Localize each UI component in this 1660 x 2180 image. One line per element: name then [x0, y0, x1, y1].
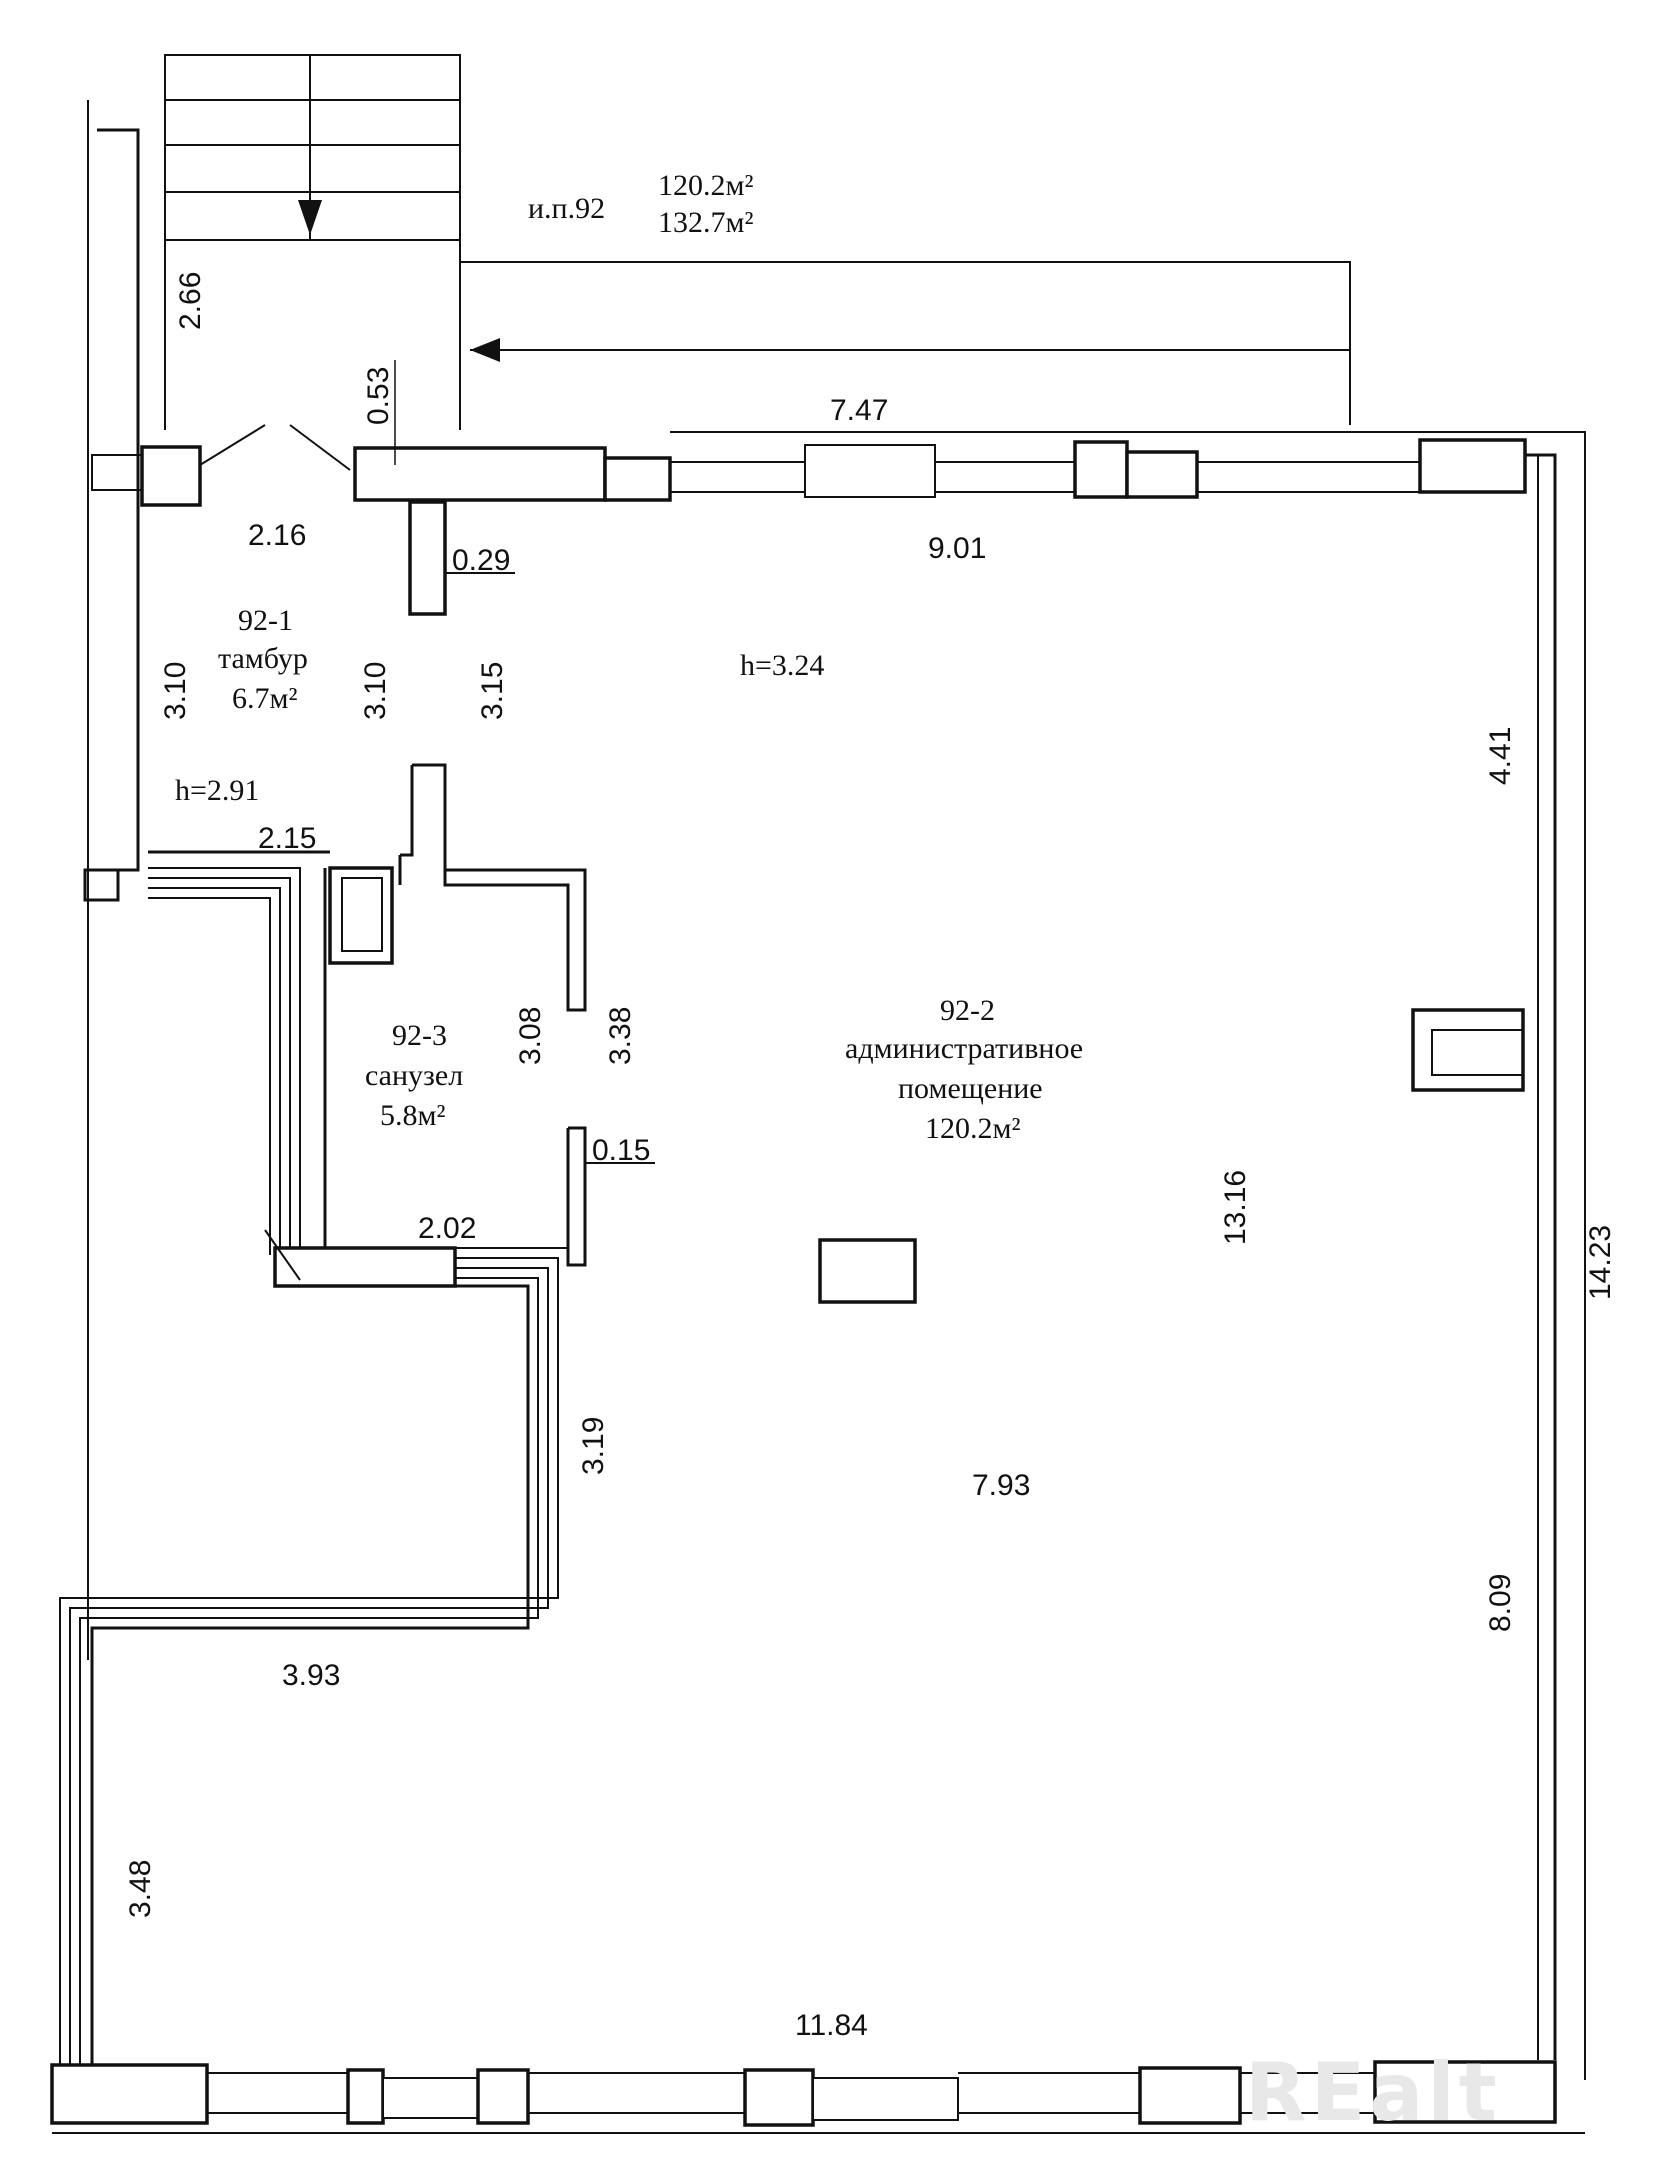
dim-0-53: 0.53: [362, 367, 395, 425]
step-wall: [59, 1229, 569, 2065]
dim-2-16: 2.16: [248, 519, 306, 552]
dim-3-38: 3.38: [604, 1007, 637, 1065]
dim-3-93: 3.93: [282, 1659, 340, 1692]
right-wall: [1411, 431, 1586, 2080]
dim-3-48: 3.48: [124, 1860, 157, 1918]
dim-3-10-left: 3.10: [159, 662, 192, 720]
bathroom-walls: [148, 855, 917, 1304]
room-92-2-height: h=3.24: [740, 649, 824, 682]
dim-3-08: 3.08: [514, 1007, 547, 1065]
room-92-1-name: тамбур: [218, 642, 308, 675]
dim-3-19: 3.19: [577, 1417, 610, 1475]
dim-13-16: 13.16: [1219, 1170, 1252, 1245]
room-92-1-height: h=2.91: [175, 774, 259, 807]
area-main: 120.2м²: [658, 169, 753, 202]
room-92-2-name-line1: административное: [845, 1032, 1083, 1065]
dim-7-47: 7.47: [830, 394, 888, 427]
corridor: [460, 261, 1351, 425]
arrow-left-icon: [470, 338, 500, 362]
area-total: 132.7м²: [658, 206, 753, 239]
dim-0-15: 0.15: [592, 1134, 650, 1167]
bottom-wall: [50, 2060, 1585, 2134]
dim-0-29: 0.29: [452, 544, 510, 577]
dim-8-09: 8.09: [1484, 1574, 1517, 1632]
watermark: REalt: [1245, 2046, 1501, 2139]
dim-3-15: 3.15: [476, 662, 509, 720]
partition-top: [408, 500, 447, 616]
dim-9-01: 9.01: [928, 532, 986, 565]
dim-4-41: 4.41: [1484, 727, 1517, 785]
room-92-1-id: 92-1: [238, 604, 293, 637]
room-92-2-id: 92-2: [940, 994, 995, 1027]
room-92-1-area: 6.7м²: [232, 682, 297, 715]
dim-3-10-right: 3.10: [359, 662, 392, 720]
door-right: [289, 424, 351, 471]
top-wall: [353, 431, 1585, 502]
dim-2-02: 2.02: [418, 1212, 476, 1245]
staircase: [164, 54, 461, 430]
dim-14-23: 14.23: [1584, 1225, 1617, 1300]
dim-2-66: 2.66: [174, 272, 207, 330]
room-92-2-area: 120.2м²: [925, 1112, 1020, 1145]
dim-2-15: 2.15: [258, 822, 316, 855]
dim-7-93: 7.93: [972, 1469, 1030, 1502]
dim-11-84: 11.84: [795, 2009, 868, 2042]
arrow-down-icon: [298, 200, 322, 235]
unit-label: и.п.92: [528, 192, 605, 225]
room-92-3-name: санузел: [365, 1059, 463, 1092]
room-92-3-area: 5.8м²: [380, 1099, 445, 1132]
room-92-3-id: 92-3: [392, 1019, 447, 1052]
room-92-2-name-line2: помещение: [898, 1072, 1043, 1105]
door-left: [199, 424, 266, 466]
vestibule-left-wall: [83, 100, 330, 1660]
